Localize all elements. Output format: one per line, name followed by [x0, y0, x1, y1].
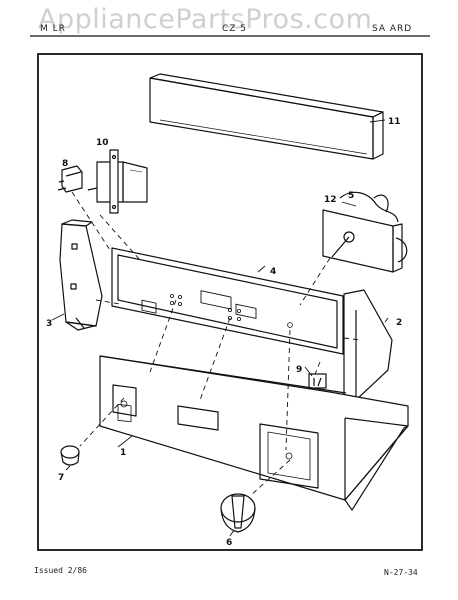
callout-6: 6 — [226, 538, 232, 548]
callout-4: 4 — [270, 267, 276, 277]
watermark-logo: AppliancePartsPros.com — [38, 4, 373, 35]
part-6-large-knob — [220, 493, 256, 533]
callout-leaders — [51, 119, 389, 537]
assembly-lines — [71, 191, 361, 497]
part-11-trim-strip — [149, 73, 384, 160]
part-10-timer — [87, 149, 148, 214]
header-center: CZ 5 — [222, 24, 248, 34]
callout-3: 3 — [46, 319, 52, 329]
callout-8: 8 — [62, 159, 68, 169]
part-8-switch — [57, 165, 83, 193]
header-left: M LR — [40, 24, 66, 34]
callout-5: 5 — [348, 191, 354, 201]
callout-7: 7 — [58, 473, 64, 483]
part-4-control-panel — [111, 247, 344, 355]
part-9-clip — [308, 373, 327, 389]
callout-10: 10 — [96, 138, 109, 148]
part-2-right-endcap — [343, 289, 393, 405]
callout-2: 2 — [396, 318, 402, 328]
header-right: SA ARD — [372, 24, 413, 34]
callout-12: 12 — [324, 195, 337, 205]
callout-9: 9 — [296, 365, 302, 375]
part-1-panel-housing — [99, 355, 409, 511]
issued-date: Issued 2/86 — [34, 566, 87, 575]
callout-11: 11 — [388, 117, 401, 127]
diagram-frame — [37, 53, 423, 551]
page-code: N-27-34 — [384, 568, 418, 577]
callout-1: 1 — [120, 448, 126, 458]
part-5-control-module — [322, 191, 408, 273]
part-7-small-knob — [60, 445, 80, 466]
part-3-left-endcap — [59, 219, 103, 331]
